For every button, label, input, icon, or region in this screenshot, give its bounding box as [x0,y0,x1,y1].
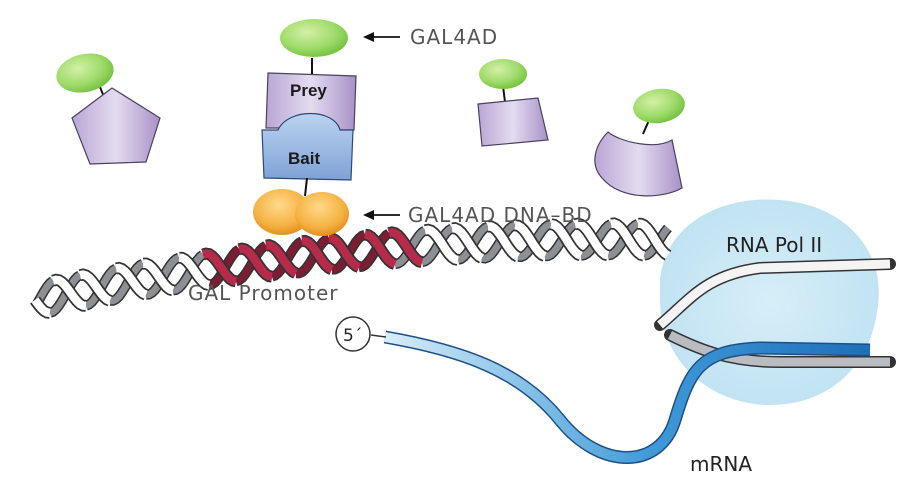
dna-strand-segment [328,233,361,272]
dna-strand-segment [115,263,148,299]
gal4ad-ellipse-icon [56,53,114,93]
dna-double-helix [30,217,672,319]
prey-label: Prey [290,81,327,100]
mrna-label: mRNA [690,452,752,476]
dna-strand-segment [550,220,583,260]
dna-binding-domain-icon [253,189,349,236]
dna-strand-segment [143,259,175,295]
dna-strand-segment [48,272,82,317]
dna-strand-segment [481,222,517,263]
dna-strand-segment [364,230,397,269]
dna-strand-segment [110,260,145,305]
dna-strand-segment [178,253,211,290]
dna-strand-segment [424,225,459,265]
dna-strand-segment [31,297,51,318]
dna-strand-segment [488,222,521,261]
free-prey-pentagon [56,53,161,165]
rna-pol-label: RNA Pol II [726,233,822,257]
gal4ad-callout: GAL4AD [363,25,498,49]
prey-cup-icon [594,131,683,197]
gal4ad-ellipse-icon [479,59,527,89]
gal4ad-ellipse-icon [633,88,685,124]
gal4ad-ellipse-icon [280,19,348,57]
dna-strand-segment [238,244,273,281]
dna-strand-segment [51,275,87,311]
dna-strand-segment [358,230,392,271]
promoter-label: GAL Promoter [188,281,339,305]
dna-strand-segment [301,236,334,274]
dna-bd-label: GAL4AD DNA–BD [408,203,593,227]
dna-strand-segment [514,221,547,261]
dna-strand-segment [265,240,298,278]
dna-strand-segment [295,234,331,277]
dna-strand-segment [79,270,112,305]
dna-strand-segment [451,223,485,262]
bait-label: Bait [288,149,320,168]
dna-strand-segment [610,219,646,260]
free-prey-rectangle [477,59,549,147]
dna-strand-segment [201,249,237,286]
five-prime-label: 5´ [343,326,362,346]
dna-strand-segment [544,221,577,260]
dna-bd-callout: GAL4AD DNA–BD [363,203,593,227]
bait-prey-complex: Prey Bait [253,19,357,236]
arrow-left-icon [363,210,374,220]
five-prime-marker [335,316,371,352]
arrow-left-icon [363,32,374,42]
dna-strand-segment [574,219,610,260]
free-prey-cup [594,88,685,197]
dna-strand-segment [172,251,206,294]
prey-pentagon-icon [71,87,161,165]
bait-block-icon [261,112,354,181]
prey-rectangle-icon [477,97,549,147]
dna-strand-segment [387,228,423,267]
dna-strand-segment [637,219,671,260]
gal4ad-label: GAL4AD [410,25,498,49]
